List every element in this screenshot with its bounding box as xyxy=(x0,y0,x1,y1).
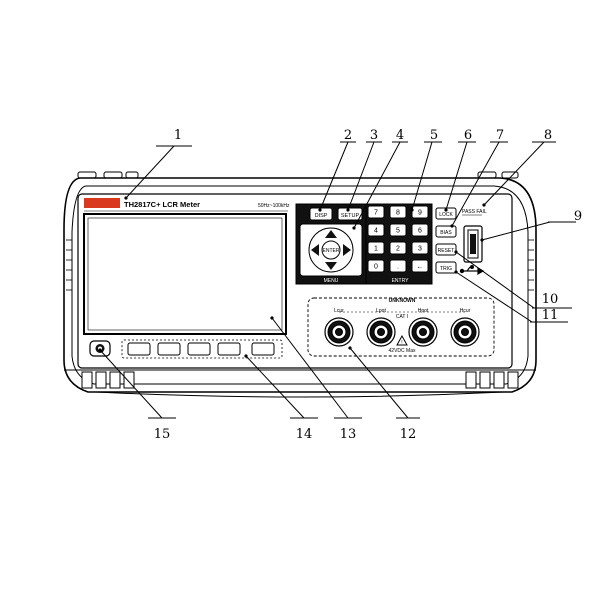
callout-8: 8 xyxy=(544,128,552,143)
trig-key[interactable] xyxy=(435,261,457,274)
keypad-key-label: 3 xyxy=(418,246,422,253)
warning-triangle-icon xyxy=(396,334,408,346)
arrow-up-icon[interactable] xyxy=(325,230,337,238)
unknown-terminal-area: UNKNOWN CAT I 42VDC Max ! Lcur Lpot Hpot Hc… xyxy=(307,297,495,357)
keypad-key-label: ← xyxy=(417,264,424,271)
terminal-label: Lcur xyxy=(334,308,344,314)
keypad-key[interactable] xyxy=(389,259,407,273)
lock-key[interactable] xyxy=(435,207,457,220)
bias-key[interactable] xyxy=(435,225,457,238)
keypad-key-label: 4 xyxy=(374,228,378,235)
lock-key-label: LOCK xyxy=(439,212,453,218)
cat-rating-label: CAT I xyxy=(396,314,408,320)
keypad-key[interactable] xyxy=(367,259,385,273)
terminal-label: Hpot xyxy=(418,308,429,314)
setup-key-label: SETUP xyxy=(341,213,360,219)
arrow-down-icon[interactable] xyxy=(325,262,337,270)
keypad-key-label: 2 xyxy=(396,246,400,253)
keypad-key-label: 9 xyxy=(418,210,422,217)
unknown-label: UNKNOWN xyxy=(389,298,416,304)
callout-3: 3 xyxy=(370,128,378,143)
reset-key[interactable] xyxy=(435,243,457,256)
enter-key[interactable] xyxy=(321,240,341,260)
keypad-key[interactable] xyxy=(367,241,385,255)
entry-group-label: ENTRY xyxy=(392,278,410,284)
keypad-key-label: 6 xyxy=(418,228,422,235)
keypad-key[interactable] xyxy=(389,241,407,255)
callout-numbers: 1 2 3 4 5 6 7 8 9 10 11 12 13 14 15 xyxy=(154,128,582,442)
terminal-label: Lpot xyxy=(376,308,386,314)
callout-14: 14 xyxy=(296,427,313,442)
callout-11: 11 xyxy=(542,308,559,323)
callout-12: 12 xyxy=(400,427,417,442)
usb-port[interactable] xyxy=(463,225,483,263)
keypad-key[interactable] xyxy=(411,223,429,237)
callout-9: 9 xyxy=(574,209,582,224)
soft-key-1[interactable] xyxy=(127,342,151,356)
keypad-key[interactable] xyxy=(411,205,429,219)
keypad-key[interactable] xyxy=(367,205,385,219)
svg-text:!: ! xyxy=(401,340,402,346)
callout-5: 5 xyxy=(430,128,438,143)
disp-key-label: DISP xyxy=(315,213,328,219)
soft-key-2[interactable] xyxy=(157,342,181,356)
callout-4: 4 xyxy=(396,128,404,143)
bnc-terminal[interactable] xyxy=(324,317,354,347)
voltage-rating-label: 42VDC Max xyxy=(389,348,416,354)
keypad-key-label: 7 xyxy=(374,210,378,217)
soft-key-bar xyxy=(121,339,283,359)
keypad-key-label: 0 xyxy=(374,264,378,271)
bnc-terminal[interactable] xyxy=(408,317,438,347)
keypad-key[interactable] xyxy=(411,241,429,255)
model-label: TH2817C+ LCR Meter xyxy=(124,200,200,209)
bottom-feet xyxy=(81,371,519,389)
usb-icon xyxy=(459,265,485,276)
lcd-display xyxy=(83,213,287,335)
terminal-label: Hcur xyxy=(460,308,471,314)
enter-key-label: ENTER xyxy=(323,248,340,254)
callout-2: 2 xyxy=(344,128,352,143)
entry-keypad: 7 8 9 4 5 6 1 2 3 0. ← ENTRY xyxy=(365,203,433,285)
arrow-left-icon[interactable] xyxy=(311,244,319,256)
leader-arrowheads xyxy=(98,196,486,358)
bnc-terminal[interactable] xyxy=(450,317,480,347)
callout-15: 15 xyxy=(154,427,171,442)
keypad-key[interactable] xyxy=(411,259,429,273)
reset-key-label: RESET xyxy=(438,248,455,254)
keypad-key[interactable] xyxy=(367,223,385,237)
bnc-terminal[interactable] xyxy=(366,317,396,347)
keypad-key-label: 8 xyxy=(396,210,400,217)
keypad-key-label: 5 xyxy=(396,228,400,235)
arrow-right-icon[interactable] xyxy=(343,244,351,256)
callout-6: 6 xyxy=(464,128,472,143)
keypad-key-label: . xyxy=(397,264,399,271)
soft-key-5[interactable] xyxy=(251,342,275,356)
leader-lines xyxy=(99,141,576,419)
top-feet xyxy=(77,171,519,179)
callout-13: 13 xyxy=(340,427,357,442)
frequency-range-label: 50Hz~100kHz xyxy=(258,203,290,209)
menu-group-label: MENU xyxy=(324,278,339,284)
soft-key-4[interactable] xyxy=(217,342,241,356)
brand-logo xyxy=(84,198,120,208)
trig-key-label: TRIG xyxy=(440,266,452,272)
keypad-key-label: 1 xyxy=(374,246,378,253)
keypad-key[interactable] xyxy=(389,205,407,219)
callout-7: 7 xyxy=(496,128,504,143)
bumper-ridges xyxy=(66,239,534,291)
bias-key-label: BIAS xyxy=(440,230,452,236)
pass-fail-indicator: PASS FAIL xyxy=(462,209,487,215)
callout-10: 10 xyxy=(542,292,559,307)
function-keys: LOCK BIAS RESET TRIG PASS FAIL xyxy=(435,207,487,276)
menu-panel: DISP SETUP ENTER MENU xyxy=(295,203,367,285)
keypad-key[interactable] xyxy=(389,223,407,237)
callout-1: 1 xyxy=(174,128,182,143)
soft-key-3[interactable] xyxy=(187,342,211,356)
